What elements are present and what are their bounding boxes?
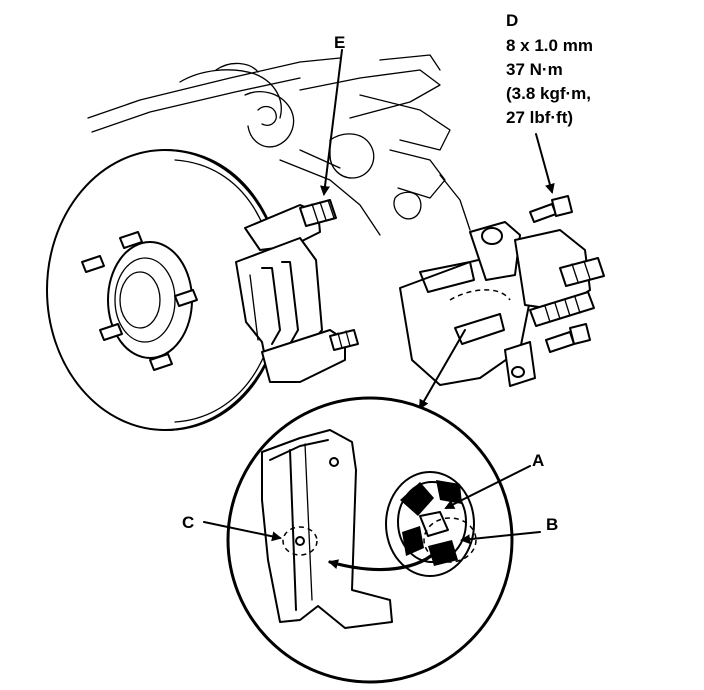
suspension-background: [87, 54, 471, 236]
brake-pad-detail: [261, 429, 393, 629]
spec-torque-kgfm: (3.8 kgf·m,: [506, 84, 591, 103]
label-c: C: [182, 513, 194, 532]
alignment-arrow: [328, 546, 442, 572]
caliper-bracket: [235, 199, 359, 383]
spec-torque-nm: 37 N·m: [506, 60, 563, 79]
spec-torque-lbfft: 27 lbf·ft): [506, 108, 573, 127]
leader-d: [535, 133, 555, 194]
pad-pin-highlight: [282, 526, 318, 556]
brake-disc: [46, 149, 284, 431]
label-b: B: [546, 515, 558, 534]
wheel-stud: [81, 231, 198, 371]
detail-leader-arrow: [419, 329, 466, 410]
leader-c: [203, 521, 282, 542]
guide-bolt-d: [529, 195, 591, 353]
caliper-piston-detail: [385, 471, 477, 577]
label-a: A: [532, 451, 544, 470]
piston-notch-highlight: [423, 517, 477, 563]
label-e: E: [334, 33, 345, 52]
spec-bolt-size: 8 x 1.0 mm: [506, 36, 593, 55]
leader-b: [460, 531, 541, 545]
label-d: D: [506, 11, 518, 30]
leader-e: [320, 49, 343, 196]
caliper-body: [399, 221, 605, 387]
leader-a: [444, 465, 531, 509]
detail-view: [226, 396, 514, 684]
